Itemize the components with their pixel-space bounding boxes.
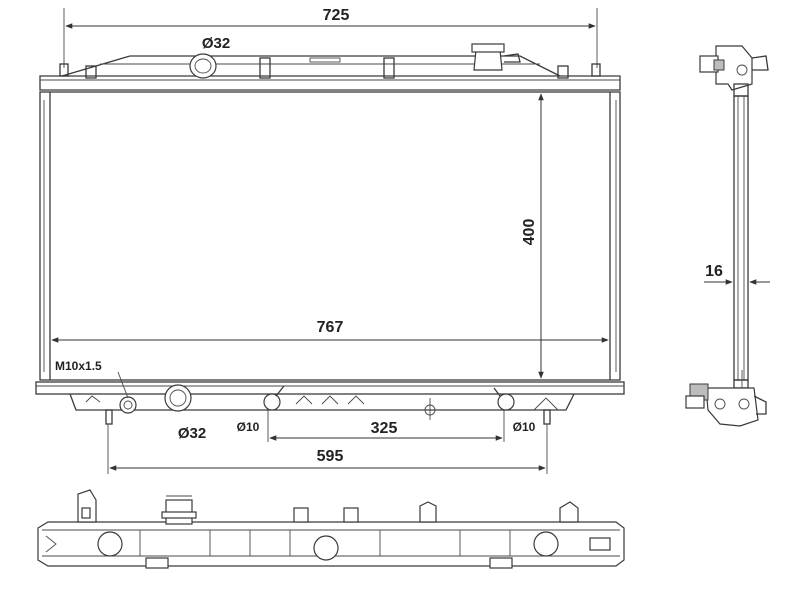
dimension-400-label: 400 (521, 219, 538, 246)
dimension-767: 767 (51, 319, 609, 343)
small-outlet-left-label: Ø10 (237, 420, 260, 434)
drain-thread-label: M10x1.5 (55, 359, 102, 373)
top-tank (39, 43, 621, 91)
dimension-400: 400 (521, 93, 544, 379)
small-outlet-right-label: Ø10 (513, 420, 536, 434)
dimension-595-label: 595 (317, 448, 344, 465)
side-view (685, 45, 769, 427)
radiator-core (39, 91, 621, 381)
dimension-325-label: 325 (371, 420, 398, 437)
bottom-tank (35, 381, 625, 425)
dimension-325: 325 (267, 410, 505, 442)
dimension-767-label: 767 (317, 319, 344, 336)
dimension-16-label: 16 (705, 263, 723, 280)
dimension-725: 725 (63, 7, 598, 68)
dimension-595: 595 (107, 424, 548, 474)
drain-thread-callout: M10x1.5 (55, 359, 129, 399)
bottom-tank-detail-view (37, 489, 625, 569)
dimension-725-label: 725 (323, 7, 350, 24)
dimension-16: 16 (704, 263, 770, 285)
bottom-outlet-diameter-label: Ø32 (178, 425, 206, 442)
top-inlet-diameter-label: Ø32 (202, 35, 230, 52)
